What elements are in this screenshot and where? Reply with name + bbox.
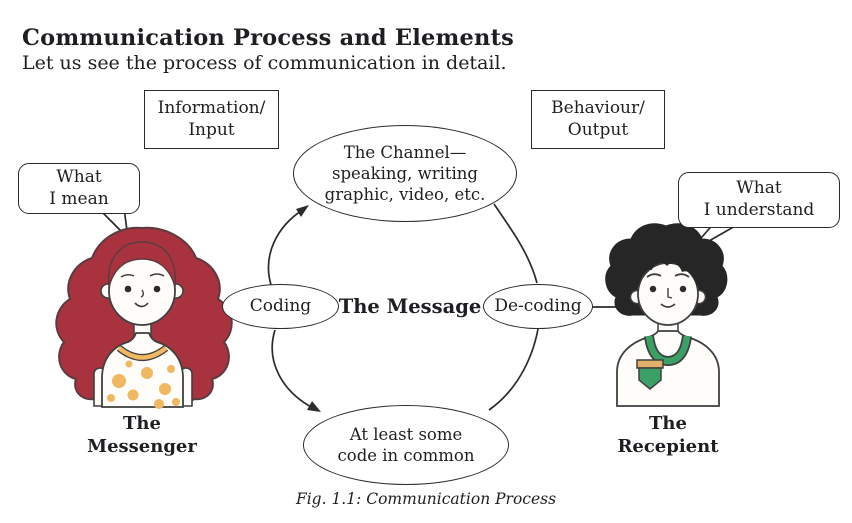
recipient-right-brow bbox=[674, 273, 690, 278]
recipient-pocket-flap bbox=[636, 359, 664, 369]
page-subtitle: Let us see the process of communication … bbox=[22, 52, 507, 74]
messenger-right-brow bbox=[149, 273, 165, 277]
coding-ellipse: Coding bbox=[222, 284, 339, 329]
recipient-label-line2: Recepient bbox=[617, 436, 719, 458]
messenger-illustration bbox=[55, 226, 233, 409]
channel-ellipse: The Channel— speaking, writing graphic, … bbox=[293, 125, 517, 222]
recipient-left-eye bbox=[649, 285, 657, 293]
information-input-box: Information/ Input bbox=[144, 90, 279, 149]
messenger-left-brow bbox=[120, 273, 135, 278]
recipient-illustration bbox=[605, 223, 728, 407]
channel-line3: graphic, video, etc. bbox=[324, 185, 486, 205]
recipient-tshirt bbox=[616, 330, 720, 407]
information-input-line2: Input bbox=[188, 119, 235, 140]
behaviour-output-line2: Output bbox=[567, 119, 629, 140]
arc-coding-to-channel bbox=[267, 208, 305, 289]
common-code-line2: code in common bbox=[337, 446, 475, 465]
arc-coding-to-common-code bbox=[271, 329, 314, 409]
messenger-bubble-line1: What bbox=[56, 166, 102, 187]
messenger-right-eye bbox=[153, 285, 161, 293]
channel-line1: The Channel— bbox=[343, 142, 467, 162]
messenger-nose bbox=[140, 289, 144, 298]
messenger-collar-trim bbox=[117, 346, 168, 360]
arrowhead-into-common-code-icon bbox=[307, 401, 321, 412]
information-input-line1: Information/ bbox=[157, 97, 266, 118]
common-code-line1: At least some bbox=[349, 424, 463, 444]
messenger-polka-dots bbox=[107, 360, 180, 409]
decoding-label: De-coding bbox=[494, 295, 582, 316]
arc-channel-to-decoding bbox=[493, 203, 538, 284]
arc-decoding-to-common-code bbox=[488, 328, 539, 411]
recipient-label: The Recepient bbox=[603, 412, 733, 459]
recipient-mouth bbox=[660, 303, 676, 308]
arrowhead-into-channel-icon bbox=[296, 205, 309, 217]
messenger-fringe bbox=[107, 241, 177, 288]
messenger-label-line2: Messenger bbox=[87, 436, 197, 458]
recipient-nose bbox=[667, 288, 673, 299]
recipient-collar bbox=[645, 335, 691, 365]
common-code-ellipse: At least some code in common bbox=[303, 405, 509, 485]
recipient-label-line1: The bbox=[649, 413, 687, 434]
recipient-left-brow bbox=[646, 273, 662, 278]
coding-label: Coding bbox=[249, 295, 312, 316]
behaviour-output-box: Behaviour/ Output bbox=[531, 90, 665, 149]
recipient-bubble-line1: What bbox=[736, 178, 782, 199]
messenger-label-line1: The bbox=[123, 413, 161, 434]
recipient-speech-bubble: What I understand bbox=[678, 172, 840, 228]
messenger-speech-bubble: What I mean bbox=[18, 163, 140, 214]
recipient-bubble-line2: I understand bbox=[703, 200, 815, 220]
page-title: Communication Process and Elements bbox=[22, 25, 515, 52]
messenger-bubble-line2: I mean bbox=[49, 188, 109, 209]
messenger-left-eye bbox=[124, 285, 132, 293]
channel-line2: speaking, writing bbox=[332, 163, 478, 183]
recipient-fringe bbox=[638, 241, 698, 287]
messenger-mouth bbox=[134, 302, 149, 308]
recipient-right-eye bbox=[679, 285, 687, 293]
decoding-ellipse: De-coding bbox=[483, 284, 593, 329]
behaviour-output-line1: Behaviour/ bbox=[551, 97, 645, 118]
recipient-pocket bbox=[638, 367, 662, 390]
messenger-label: The Messenger bbox=[77, 412, 207, 459]
message-label: The Message bbox=[338, 295, 482, 318]
figure-caption: Fig. 1.1: Communication Process bbox=[295, 490, 557, 508]
